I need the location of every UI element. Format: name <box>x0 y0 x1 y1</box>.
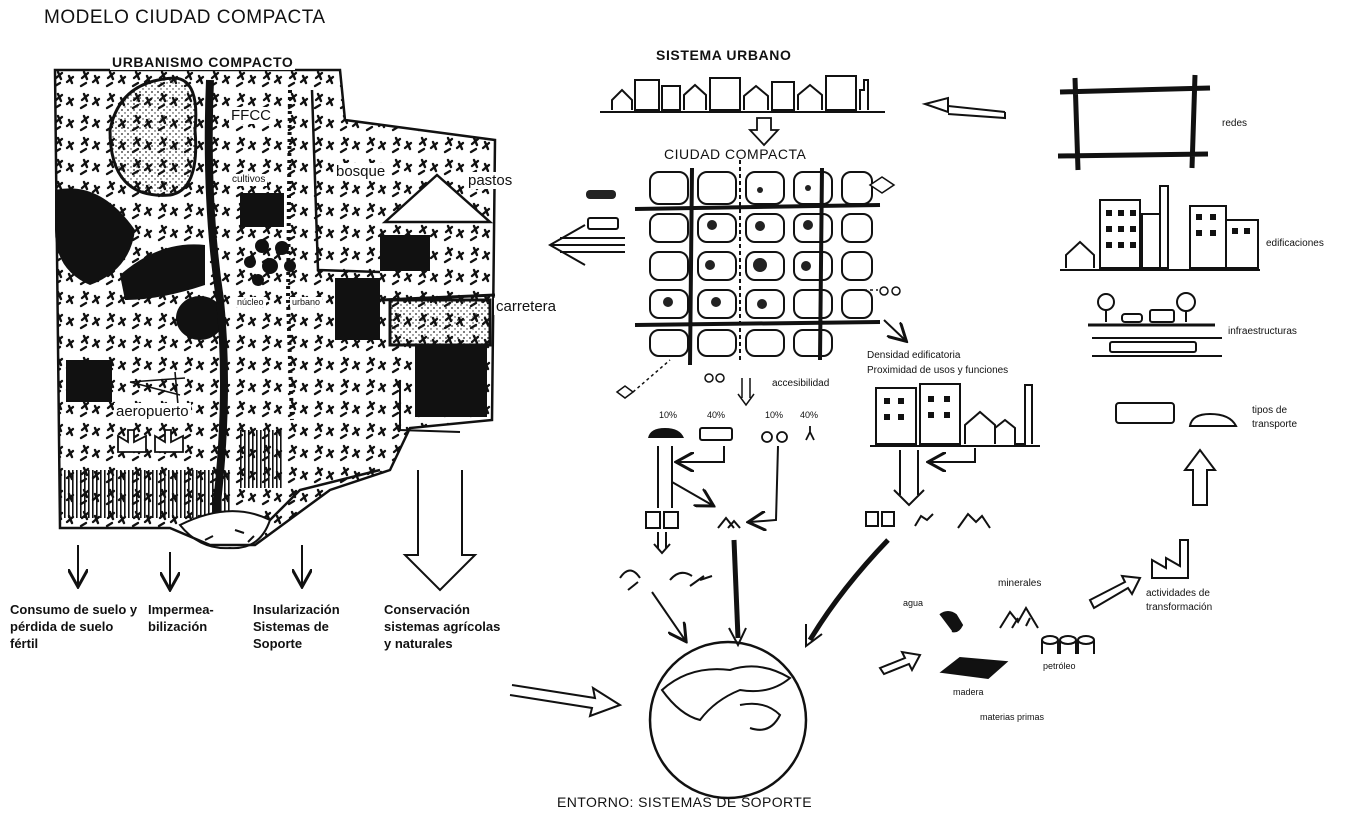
infrastructure-icon <box>1088 292 1222 357</box>
raw-materials-icons <box>939 606 1095 680</box>
buildings-icon <box>1060 185 1260 271</box>
minerals-label: minerales <box>998 578 1042 589</box>
down-arrow <box>747 117 781 147</box>
modal-split-icons <box>648 426 815 443</box>
split-car: 10% <box>659 410 678 420</box>
support-systems-footer: ENTORNO: SISTEMAS DE SOPORTE <box>557 794 812 810</box>
arrow-to-globe <box>509 684 623 718</box>
impact-sealing: Impermea- bilización <box>148 602 214 634</box>
compact-city-label: CIUDAD COMPACTA <box>664 146 807 162</box>
factory-icon <box>1151 539 1189 579</box>
impact-insularization: Insularización Sistemas de Soporte <box>253 602 340 651</box>
urban-system-label: SISTEMA URBANO <box>656 47 792 63</box>
arrow-from-globe <box>878 650 922 676</box>
resource-icons-mid <box>865 511 991 529</box>
buildings-label: edificaciones <box>1266 238 1324 249</box>
split-bus: 40% <box>707 410 726 420</box>
label-nucleo: núcleo <box>235 297 266 308</box>
left-heading: URBANISMO COMPACTO <box>110 54 296 71</box>
impact-conservation: Conservación sistemas agrícolas y natura… <box>384 602 501 651</box>
transformation-label: actividades de transformación <box>1146 588 1213 613</box>
density-label: Densidad edificatoria <box>867 350 961 361</box>
city-pictograms <box>586 176 901 399</box>
proximity-label: Proximidad de usos y funciones <box>867 365 1009 376</box>
label-aeropuerto: aeropuerto <box>114 403 191 421</box>
water-label: agua <box>903 598 924 608</box>
arrow-from-redes <box>921 96 1006 114</box>
networks-label: redes <box>1222 118 1248 129</box>
split-bike: 10% <box>765 410 784 420</box>
label-bosque: bosque <box>334 163 388 181</box>
accessibility-label: accesibilidad <box>772 378 830 389</box>
oil-label: petróleo <box>1043 661 1076 671</box>
split-walk: 40% <box>800 410 819 420</box>
transport-flows <box>619 445 890 648</box>
label-urbano: urbano <box>290 297 323 308</box>
earth-globe-icon <box>648 640 808 800</box>
up-arrow <box>1183 448 1217 506</box>
arrow-to-factory <box>1088 574 1142 610</box>
label-ffcc: FFCC <box>229 107 273 125</box>
label-pastos: pastos <box>466 172 515 190</box>
label-cultivos: cultivos <box>230 174 268 186</box>
infrastructure-label: infraestructuras <box>1228 326 1297 337</box>
wood-label: madera <box>953 687 984 697</box>
transport-types-icon <box>1115 402 1238 427</box>
density-buildings <box>870 383 1040 447</box>
impact-soil-consumption: Consumo de suelo y pérdida de suelo fért… <box>10 602 138 651</box>
raw-materials-label: materias primas <box>980 712 1045 722</box>
transport-types-label: tipos de transporte <box>1252 405 1298 430</box>
label-carretera: carretera <box>494 298 559 316</box>
urban-system-skyline <box>600 75 885 113</box>
compact-urbanism-map <box>53 68 497 590</box>
page-title: MODELO CIUDAD COMPACTA <box>44 7 326 28</box>
networks-icon <box>1057 74 1211 171</box>
arrow-to-map <box>547 224 625 266</box>
